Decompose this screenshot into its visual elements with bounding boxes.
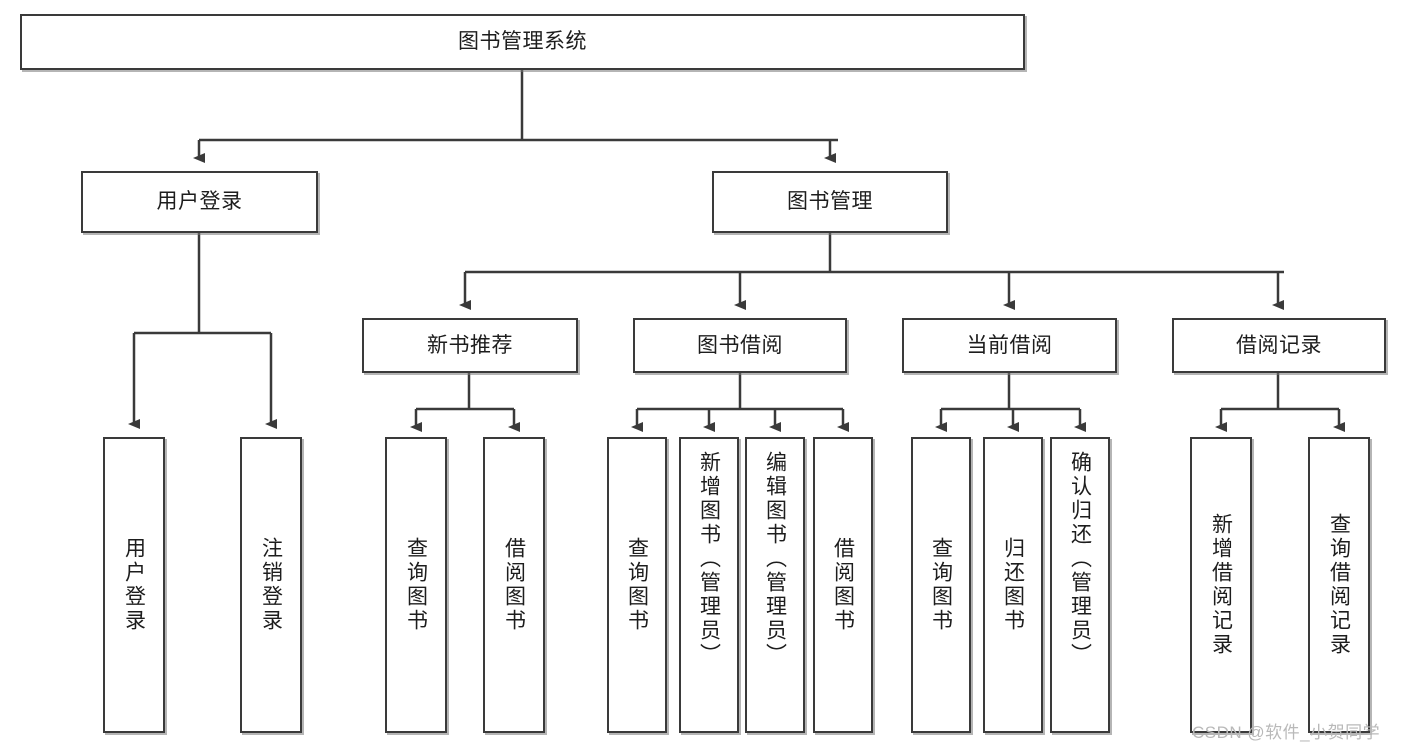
leaf-query-book-2-label: 查询图书 (625, 537, 649, 633)
leaf-borrow-book-1[interactable]: 借阅图书 (483, 437, 545, 733)
node-borrow-record[interactable]: 借阅记录 (1172, 318, 1386, 373)
node-book-borrow-label: 图书借阅 (697, 333, 783, 357)
leaf-borrow-book-1-label: 借阅图书 (502, 537, 526, 633)
leaf-confirm-return-admin-label: 确认归还（管理员） (1068, 451, 1092, 667)
leaf-query-book-1-label: 查询图书 (404, 537, 428, 633)
leaf-user-login-label: 用户登录 (122, 537, 146, 633)
node-user-login-label: 用户登录 (156, 190, 243, 214)
leaf-add-borrow-record[interactable]: 新增借阅记录 (1190, 437, 1252, 733)
leaf-user-login[interactable]: 用户登录 (103, 437, 165, 733)
leaf-add-borrow-record-label: 新增借阅记录 (1209, 513, 1233, 657)
node-book-borrow[interactable]: 图书借阅 (633, 318, 847, 373)
leaf-logout-label: 注销登录 (259, 537, 283, 633)
node-current-borrow-label: 当前借阅 (966, 333, 1053, 357)
node-borrow-record-label: 借阅记录 (1236, 333, 1322, 357)
leaf-query-borrow-record-label: 查询借阅记录 (1327, 513, 1351, 657)
node-new-book-recommend-label: 新书推荐 (427, 333, 513, 357)
node-book-management-label: 图书管理 (787, 190, 873, 214)
node-new-book-recommend[interactable]: 新书推荐 (362, 318, 578, 373)
node-root-label: 图书管理系统 (458, 30, 587, 54)
node-user-login[interactable]: 用户登录 (81, 171, 318, 233)
leaf-borrow-book-2-label: 借阅图书 (831, 537, 855, 633)
leaf-borrow-book-2[interactable]: 借阅图书 (813, 437, 873, 733)
leaf-return-book[interactable]: 归还图书 (983, 437, 1043, 733)
leaf-confirm-return-admin[interactable]: 确认归还（管理员） (1050, 437, 1110, 733)
node-root[interactable]: 图书管理系统 (20, 14, 1025, 70)
leaf-add-book-admin-label: 新增图书（管理员） (697, 451, 721, 667)
leaf-add-book-admin[interactable]: 新增图书（管理员） (679, 437, 739, 733)
leaf-edit-book-admin-label: 编辑图书（管理员） (763, 451, 787, 667)
leaf-logout[interactable]: 注销登录 (240, 437, 302, 733)
watermark-text: CSDN @软件_小贺同学 (1192, 723, 1381, 742)
node-book-management[interactable]: 图书管理 (712, 171, 948, 233)
leaf-query-borrow-record[interactable]: 查询借阅记录 (1308, 437, 1370, 733)
leaf-query-book-1[interactable]: 查询图书 (385, 437, 447, 733)
leaf-query-book-3-label: 查询图书 (929, 537, 953, 633)
leaf-query-book-3[interactable]: 查询图书 (911, 437, 971, 733)
leaf-edit-book-admin[interactable]: 编辑图书（管理员） (745, 437, 805, 733)
leaf-return-book-label: 归还图书 (1001, 537, 1025, 633)
leaf-query-book-2[interactable]: 查询图书 (607, 437, 667, 733)
node-current-borrow[interactable]: 当前借阅 (902, 318, 1117, 373)
